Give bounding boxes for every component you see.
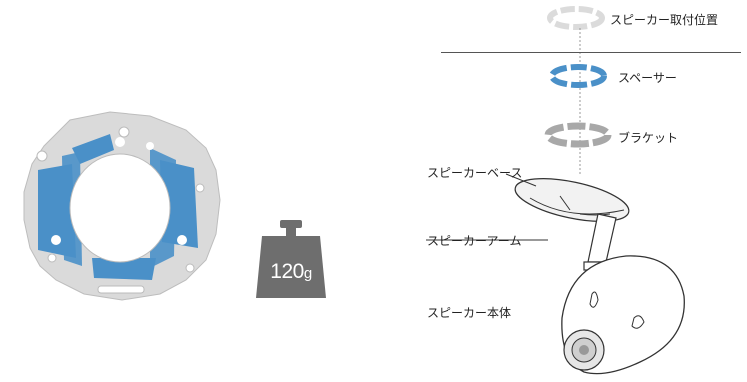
label-spacer: スペーサー <box>618 71 677 85</box>
ceiling-line <box>441 52 741 53</box>
label-speaker-body: スピーカー本体 <box>427 306 512 320</box>
exploded-diagram <box>426 6 685 375</box>
label-speaker-arm: スピーカーアーム <box>427 234 522 248</box>
weight-badge: 120g <box>254 218 328 300</box>
weight-value: 120 <box>270 260 304 283</box>
label-speaker-base: スピーカーベース <box>427 166 523 180</box>
base-leader-line <box>505 173 537 187</box>
weight-icon <box>256 220 326 298</box>
mount-position-part <box>547 6 605 30</box>
speaker-body-part <box>561 255 685 375</box>
bracket-part <box>544 122 612 148</box>
spacer-part <box>549 64 607 88</box>
label-bracket: ブラケット <box>618 131 679 145</box>
weight-unit: g <box>303 265 312 282</box>
speaker-base-part <box>514 178 630 222</box>
weight-label: 120g <box>254 260 328 284</box>
label-mount-position: スピーカー取付位置 <box>610 13 719 27</box>
spacer-plate-illustration <box>23 111 221 301</box>
